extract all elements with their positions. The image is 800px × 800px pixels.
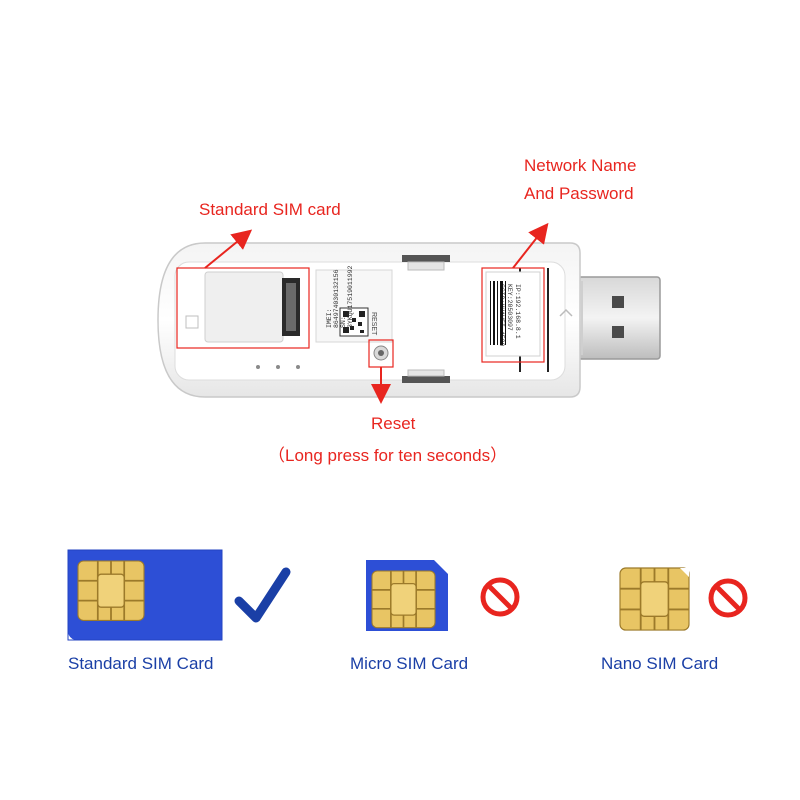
key-text: KEY:20503097 bbox=[506, 284, 513, 331]
ip-text: IP:192.168.8.1 bbox=[514, 284, 521, 339]
micro-sim-card bbox=[366, 560, 448, 631]
nano-sim-card bbox=[619, 567, 690, 632]
reset-annotation: Reset bbox=[371, 414, 416, 433]
standard-sim-annotation: Standard SIM card bbox=[199, 200, 341, 219]
nano-sim-chip bbox=[619, 567, 690, 632]
usb-dongle-photo: IMEI: 864974030132156 SN: 3YKQU175190119… bbox=[157, 222, 661, 404]
sim-arrow bbox=[204, 229, 253, 269]
network-name-annotation: Network Name bbox=[524, 156, 637, 175]
imei-label-sticker: IMEI: 864974030132156 SN: 3YKQU175190119… bbox=[315, 265, 393, 343]
micro-sim-chip bbox=[371, 570, 436, 629]
usb-plug bbox=[577, 276, 661, 360]
password-annotation: And Password bbox=[524, 184, 634, 203]
sim-size-comparison bbox=[67, 549, 748, 641]
reset-mark: RESET bbox=[370, 312, 377, 336]
sn-title: SN: bbox=[340, 316, 347, 328]
imei-title: IMEI: bbox=[326, 308, 333, 328]
reset-instruction: （Long press for ten seconds） bbox=[268, 446, 508, 465]
micro-sim-caption: Micro SIM Card bbox=[350, 654, 469, 673]
standard-sim-chip bbox=[77, 560, 145, 622]
prohibited-icon bbox=[480, 577, 520, 617]
reset-button: RESET bbox=[370, 312, 389, 361]
imei-value: 864974030132156 bbox=[333, 269, 340, 328]
sim-card-slot bbox=[185, 271, 300, 343]
sn-value: 3YKQU17519011992 bbox=[347, 265, 354, 328]
prohibited-icon bbox=[708, 578, 748, 618]
sim-slot-highlight bbox=[176, 267, 310, 349]
network-arrow bbox=[512, 222, 549, 269]
network-label-sticker: SSID:HUAWEI-4E20 KEY:20503097 IP:192.168… bbox=[485, 271, 541, 357]
standard-sim-caption: Standard SIM Card bbox=[68, 654, 214, 673]
checkmark-icon bbox=[234, 567, 291, 623]
standard-sim-card bbox=[67, 549, 223, 641]
nano-sim-caption: Nano SIM Card bbox=[601, 654, 719, 673]
